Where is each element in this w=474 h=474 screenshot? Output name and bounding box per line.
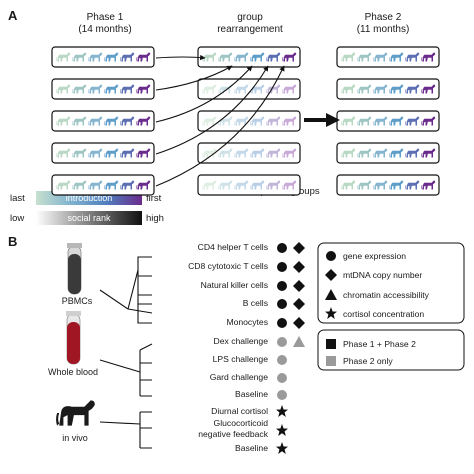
- tissue-pbmc-label: PBMCs: [61, 296, 93, 306]
- phase2-group-box: [336, 110, 440, 132]
- intro-first-label: first: [146, 193, 162, 204]
- panel-a-label: A: [8, 8, 18, 23]
- pending-group-box: [197, 174, 301, 196]
- phase1-header: Phase 1 (14 months): [50, 12, 160, 36]
- legend-phase12: Phase 1 + Phase 2: [343, 339, 416, 349]
- legend-chromatin: chromatin accessibility: [343, 290, 429, 300]
- rearrangement-arrows: [155, 54, 285, 187]
- legend-cortisol: cortisol concentration: [343, 309, 425, 319]
- row-gard: Gard challenge: [209, 372, 268, 382]
- legend-phase2only: Phase 2 only: [343, 356, 393, 366]
- rearranged-group-box: [197, 46, 301, 68]
- phase2-title: Phase 2: [364, 12, 402, 23]
- intro-last-label: last: [10, 193, 25, 204]
- phase1-group-box: [51, 142, 155, 164]
- phase2-group-box: [336, 174, 440, 196]
- rearrangement-subtitle: rearrangement: [217, 24, 283, 35]
- panel-b-label: B: [8, 234, 18, 249]
- phase1-title: Phase 1: [86, 12, 124, 23]
- row-diurnal: Diurnal cortisol: [211, 406, 268, 416]
- arrow-2: [155, 65, 233, 91]
- row-invivo-baseline: Baseline: [235, 443, 268, 453]
- phase1-group-box: [51, 110, 155, 132]
- social-rank-gradient-bar: social rank: [36, 211, 142, 225]
- blood-tube-red-icon: [66, 311, 81, 365]
- phase2-group-box: [336, 46, 440, 68]
- rank-low-label: low: [10, 213, 25, 224]
- row-dex: Dex challenge: [213, 336, 268, 346]
- pending-group-box: [197, 78, 301, 100]
- phase1-group-box: [51, 46, 155, 68]
- row-bcells: B cells: [242, 298, 268, 308]
- arrow-1: [155, 54, 206, 61]
- legend-mtdna: mtDNA copy number: [343, 270, 423, 280]
- legend-gene-expression: gene expression: [343, 251, 407, 261]
- sample-tree: [99, 256, 153, 449]
- phase2-header: Phase 2 (11 months): [328, 12, 438, 36]
- row-cd4: CD4 helper T cells: [197, 242, 268, 252]
- pending-group-box: [197, 142, 301, 164]
- macaque-icon: [56, 400, 95, 426]
- phase1-subtitle: (14 months): [78, 24, 132, 35]
- tissue-wholeblood-label: Whole blood: [47, 367, 99, 377]
- groups-layer: [51, 46, 440, 196]
- phase-legend-box: [317, 329, 465, 371]
- phase2-group-box: [336, 78, 440, 100]
- row-cd8: CD8 cytotoxic T cells: [188, 261, 268, 271]
- blood-tube-dark-icon: [67, 243, 82, 295]
- rearrangement-header: group rearrangement: [190, 12, 310, 36]
- row-monocytes: Monocytes: [226, 317, 268, 327]
- assay-symbols: [276, 242, 305, 454]
- phase1-group-box: [51, 78, 155, 100]
- rearrangement-title: group: [237, 12, 263, 23]
- row-gc-2: negative feedback: [198, 429, 268, 439]
- tissue-invivo-label: in vivo: [62, 433, 88, 443]
- assay-legend-box: [317, 242, 465, 324]
- row-lps: LPS challenge: [212, 354, 268, 364]
- row-gc-1: Glucocorticoid: [213, 418, 268, 428]
- arrow-3: [155, 65, 253, 123]
- phase-transition-arrowhead: [326, 113, 340, 127]
- phase2-subtitle: (11 months): [356, 24, 410, 35]
- social-rank-bar-label: social rank: [67, 213, 111, 223]
- row-nk: Natural killer cells: [200, 280, 268, 290]
- phase1-group-box: [51, 174, 155, 196]
- phase2-group-box: [336, 142, 440, 164]
- rank-high-label: high: [146, 213, 164, 224]
- introduction-bar-label: introduction: [65, 193, 113, 203]
- arrow-5: [155, 65, 285, 187]
- arrow-4: [155, 65, 269, 155]
- row-blood-baseline: Baseline: [235, 389, 268, 399]
